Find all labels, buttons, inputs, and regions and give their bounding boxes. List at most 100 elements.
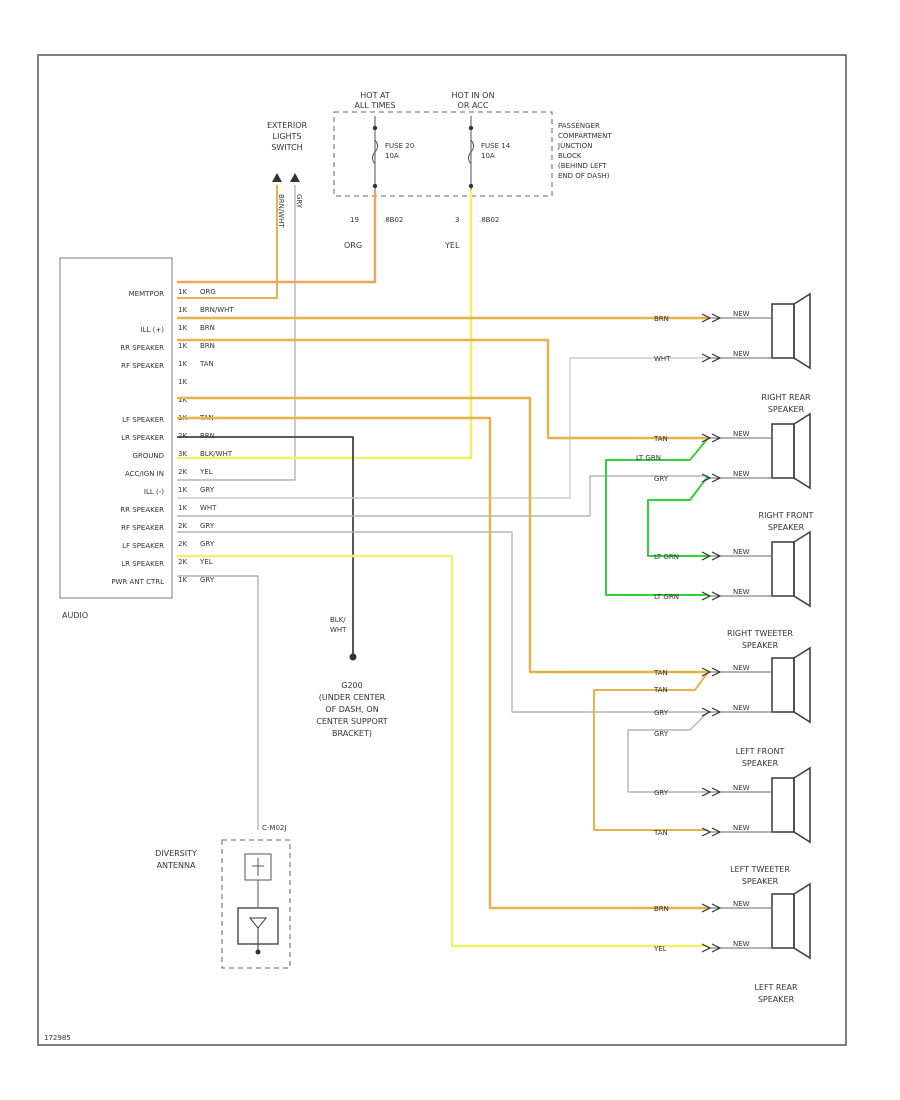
wire-gry-dim: [177, 185, 296, 481]
speaker-lead-label: NEW: [733, 940, 750, 948]
connector-terminal-icon: [701, 827, 712, 837]
switch-terminal-1-icon: [272, 173, 282, 182]
speaker-lead-label: NEW: [733, 588, 750, 596]
audio-pin-wire-color: GRY: [200, 486, 215, 494]
diversity-antenna: C-M02J DIVERSITY ANTENNA: [155, 824, 291, 969]
connector-terminal-icon: [701, 707, 712, 717]
g-location-3: OF DASH, ON: [325, 705, 378, 714]
right-tweeter-label-2: SPEAKER: [742, 641, 779, 650]
g-location-5: BRACKET): [332, 729, 372, 738]
wire-ground: [177, 436, 354, 655]
fuse-20-label-1: FUSE 20: [385, 142, 414, 150]
speaker-lead-label: NEW: [733, 784, 750, 792]
speaker-wire-color: TAN: [653, 829, 668, 837]
audio-pin-number: 1K: [178, 360, 187, 368]
right-front-label-1: RIGHT FRONT: [759, 511, 814, 520]
footer-code: 172985: [44, 1034, 71, 1042]
audio-pin-name: ILL (+): [141, 326, 165, 334]
audio-pin-number: 2K: [178, 558, 187, 566]
wire-rr-wht: [177, 357, 708, 499]
audio-pin-number: 1K: [178, 288, 187, 296]
speaker-cone-icon: [793, 646, 811, 724]
connector-terminal-icon: [711, 313, 722, 323]
g-location-4: CENTER SUPPORT: [316, 717, 388, 726]
audio-pin-wire-color: BLK/WHT: [200, 450, 233, 458]
audio-pin-name: ILL (-): [144, 488, 164, 496]
wire-lt-grn-2: [647, 475, 709, 557]
audio-pin-wire-color: GRY: [200, 540, 215, 548]
wire-lf-tan: [177, 396, 708, 674]
junction-block-outline: [333, 111, 553, 197]
audio-pin-number: 1K: [178, 324, 187, 332]
right-front-label-2: SPEAKER: [768, 523, 805, 532]
audio-pin-name: ACC/IGN IN: [125, 470, 164, 478]
junction-label-5: (BEHIND LEFT: [558, 162, 607, 170]
speaker-wire-color: LT GRN: [654, 593, 679, 601]
diagram-frame: [37, 54, 847, 1046]
speaker-wire-color: TAN: [653, 669, 668, 677]
speaker-cone-icon: [793, 882, 811, 960]
gry-mid-label: GRY: [654, 730, 669, 738]
wire-lt-grn-1: [605, 437, 709, 596]
speaker-wire-color: TAN: [653, 435, 668, 443]
audio-label: AUDIO: [62, 611, 88, 620]
audio-pin-name: RR SPEAKER: [120, 344, 164, 352]
right-rear-label-1: RIGHT REAR: [761, 393, 811, 402]
connector-terminal-icon: [701, 787, 712, 797]
hot-in-on-1: HOT IN ON: [452, 91, 495, 100]
hot-in-on-2: OR ACC: [458, 101, 489, 110]
connector-terminal-icon: [711, 551, 722, 561]
connector-terminal-icon: [701, 313, 712, 323]
left-tweeter-label-1: LEFT TWEETER: [730, 865, 790, 874]
antenna-connector-label: C-M02J: [262, 824, 286, 832]
right-tweeter-label-1: RIGHT TWEETER: [727, 629, 793, 638]
audio-pin-wire-color: YEL: [199, 468, 213, 476]
wire-3-label: 3: [455, 216, 459, 224]
right-rear-label-2: SPEAKER: [768, 405, 805, 414]
wire-yel-acc: [177, 190, 473, 460]
audio-pin-number: 1K: [178, 396, 187, 404]
audio-pin-wire-color: GRY: [200, 576, 215, 584]
audio-pin-number: 1K: [178, 378, 187, 386]
audio-pin-wire-color: BRN: [200, 324, 215, 332]
ground-point: BLK/ WHT G200 (UNDER CENTER OF DASH, ON …: [316, 616, 388, 738]
wires: [177, 185, 709, 948]
speaker-wire-color: BRN: [654, 315, 669, 323]
wire-rf-gry: [177, 475, 708, 517]
dim-wire-2-label: GRY: [295, 194, 303, 209]
audio-pin-number: 1K: [178, 576, 187, 584]
connector-terminal-icon: [711, 903, 722, 913]
ground-wire-label-1: BLK/: [330, 616, 346, 624]
g-location-2: (UNDER CENTER: [319, 693, 386, 702]
speaker-magnet-icon: [771, 777, 795, 833]
audio-unit-box: [59, 257, 173, 599]
tan-mid-label: TAN: [653, 686, 668, 694]
antenna-label-1: DIVERSITY: [155, 849, 197, 858]
audio-pin-wire-color: WHT: [200, 504, 217, 512]
wire-rf-tan: [177, 338, 708, 440]
audio-pin-wire-color: GRY: [200, 522, 215, 530]
ground-wire-label-2: WHT: [330, 626, 347, 634]
speaker-wire-color: BRN: [654, 905, 669, 913]
exterior-lights-switch: EXTERIOR LIGHTS SWITCH BRN/WHT GRY: [267, 121, 308, 228]
audio-pin-wire-color: ORG: [200, 288, 216, 296]
speaker-wire-color: YEL: [653, 945, 667, 953]
audio-pin-name: RF SPEAKER: [121, 524, 164, 532]
junction-label-1: PASSENGER: [558, 122, 600, 130]
ground-icon: [349, 653, 357, 661]
speaker-lead-label: NEW: [733, 470, 750, 478]
wire-gry-lt: [627, 711, 709, 793]
audio-pin-number: 2K: [178, 522, 187, 530]
audio-pin-number: 1K: [178, 504, 187, 512]
connector-terminal-icon: [701, 943, 712, 953]
connector-terminal-icon: [711, 353, 722, 363]
fuse-20-label-2: 10A: [385, 152, 399, 160]
audio-pin-wire-color: YEL: [199, 558, 213, 566]
audio-pin-wire-color: TAN: [199, 360, 214, 368]
connector-terminal-icon: [711, 667, 722, 677]
